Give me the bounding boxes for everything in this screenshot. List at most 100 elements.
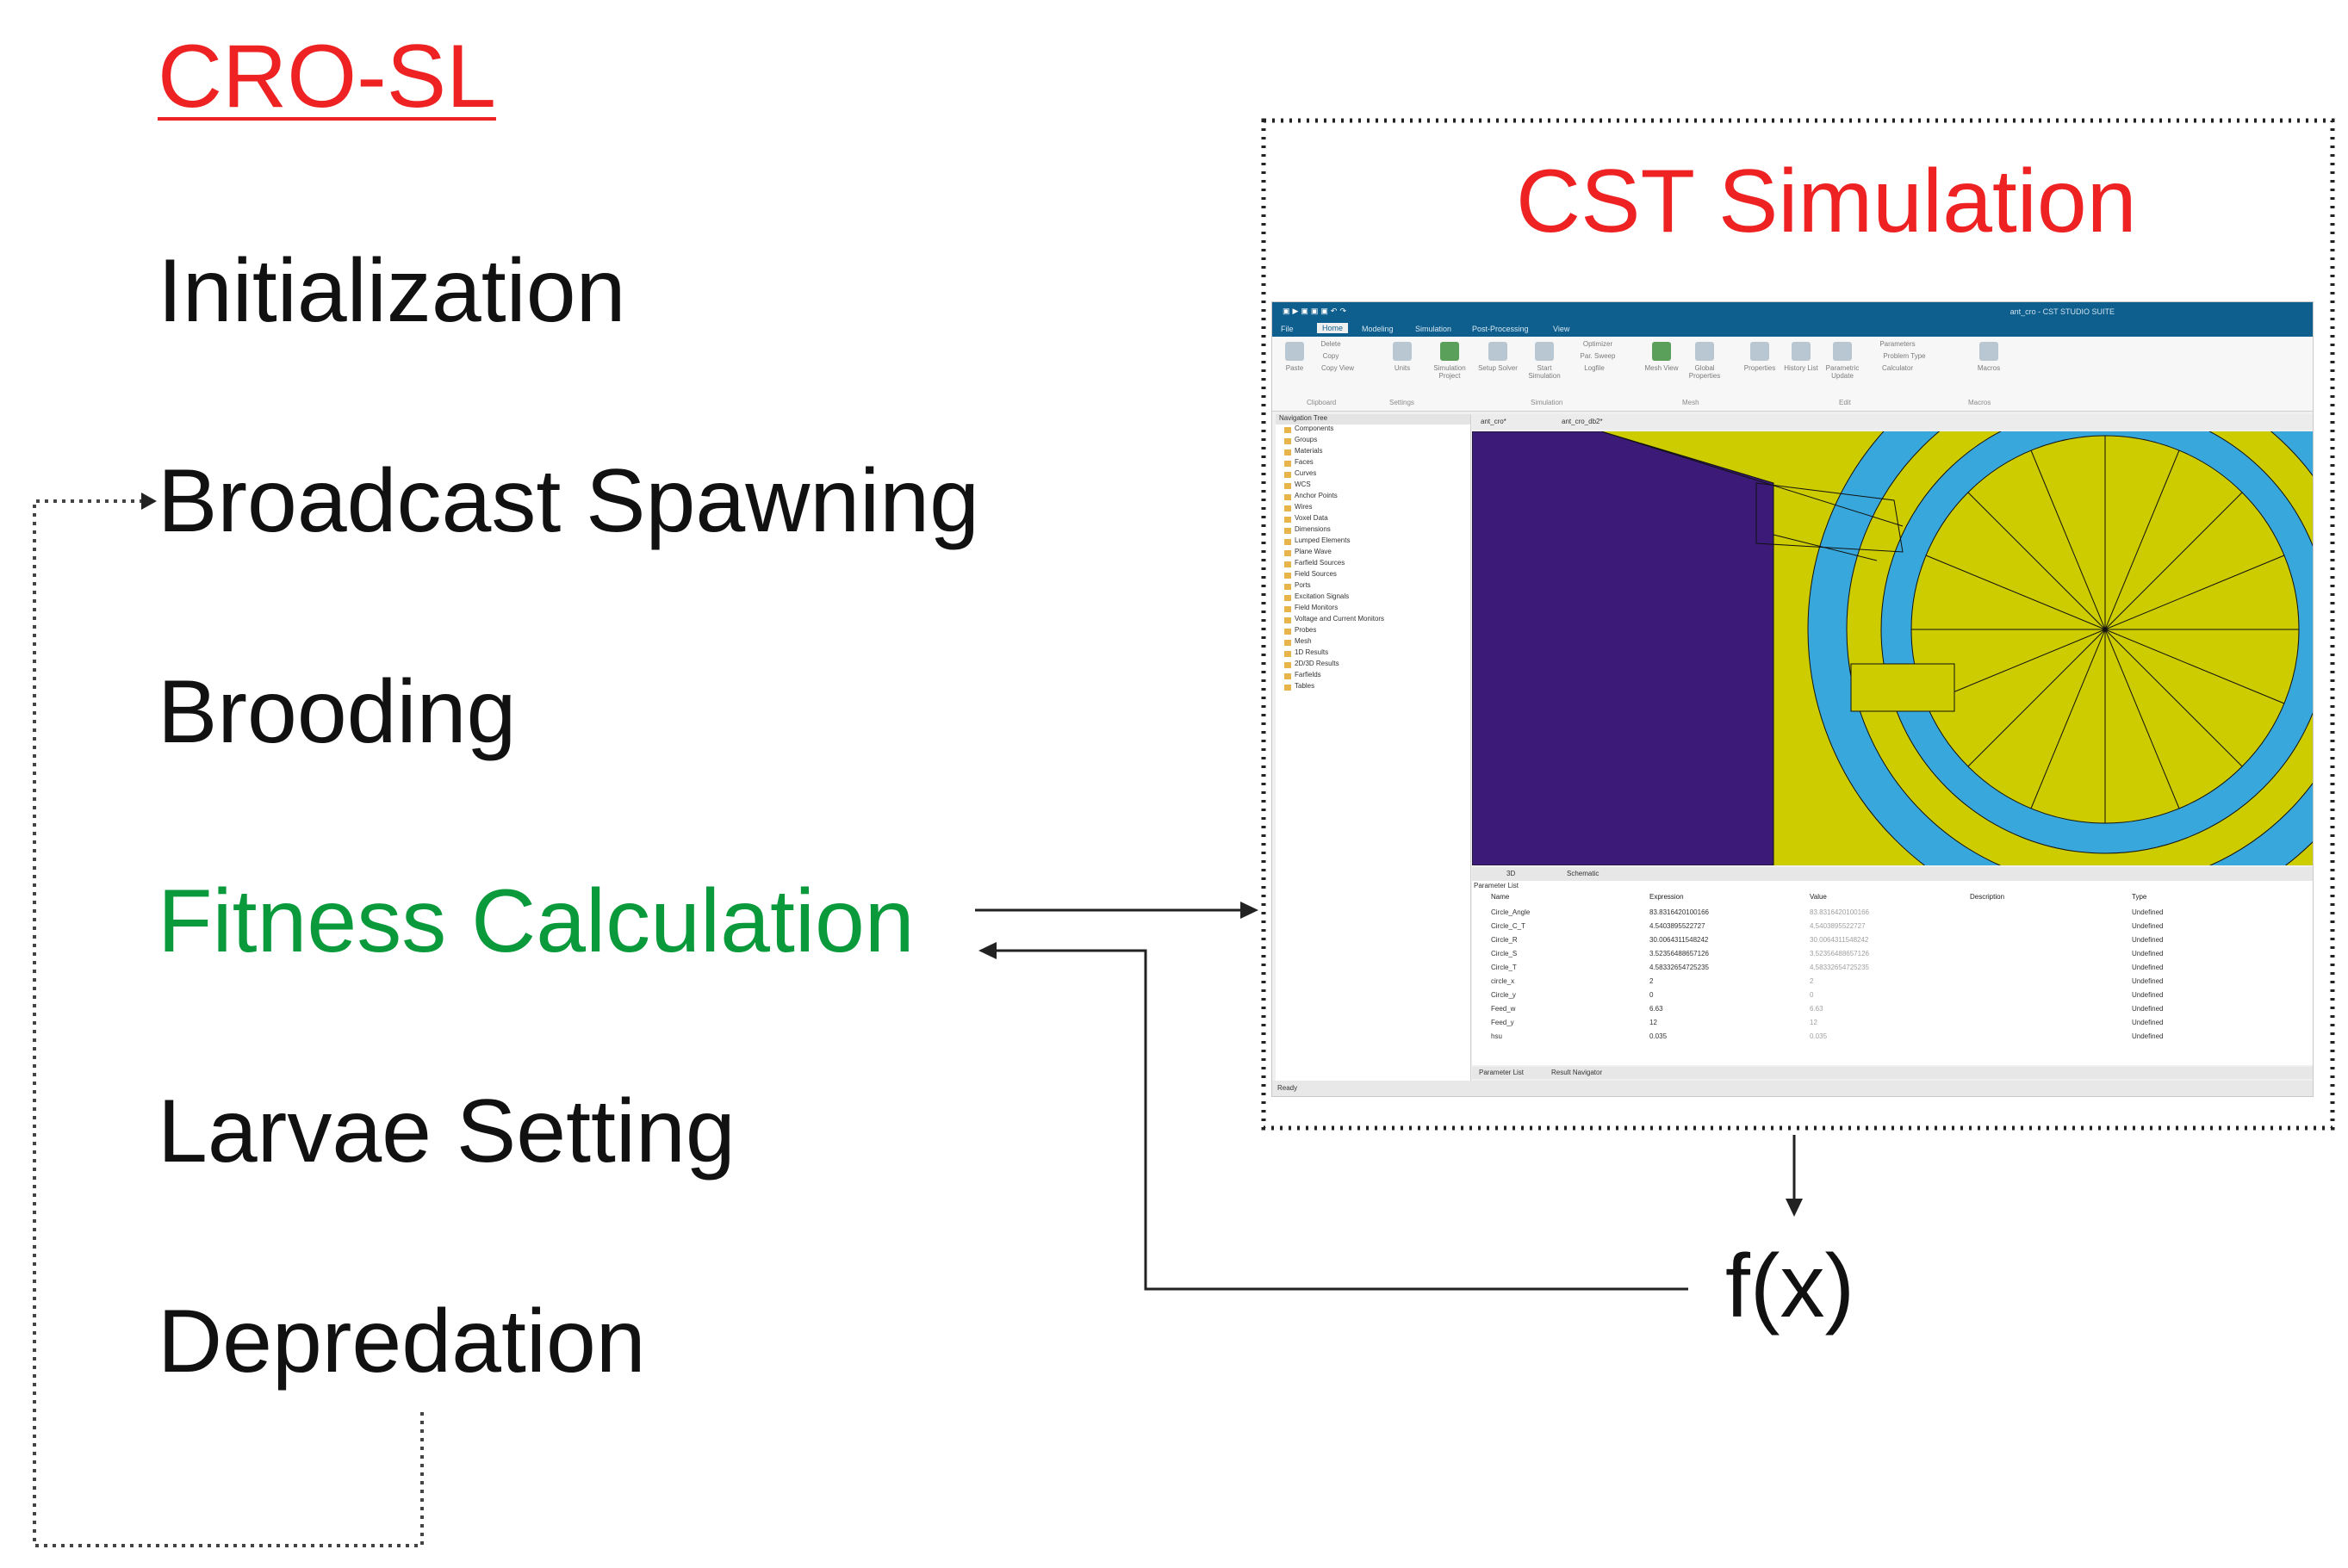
parameter-list-panel: Parameter List Name Expression Value Des… [1472,881,2313,1065]
param-col-type[interactable]: Type [2132,893,2147,901]
tree-item[interactable]: Field Sources [1276,570,1470,581]
tree-item[interactable]: Components [1276,425,1470,436]
tree-item[interactable]: Materials [1276,447,1470,458]
view-tab-3d[interactable]: 3D [1506,870,1516,877]
step-initialization: Initialization [158,241,626,341]
tree-item[interactable]: Farfields [1276,671,1470,682]
3d-model-viewport[interactable] [1472,431,2313,865]
parameter-list-label: Parameter List [1474,882,1519,889]
status-text: Ready [1277,1084,1298,1092]
tree-item[interactable]: Anchor Points [1276,492,1470,503]
tree-item[interactable]: 2D/3D Results [1276,660,1470,671]
fx-to-fitness-arrowhead [978,942,997,959]
tree-item[interactable]: Farfield Sources [1276,559,1470,570]
param-name: Circle_R [1491,936,1518,944]
param-expression: 6.63 [1649,1005,1663,1013]
param-type: Undefined [2132,950,2164,958]
ribbon-calculator: Calculator [1875,364,1920,372]
tree-item[interactable]: Dimensions [1276,525,1470,536]
param-value: 0 [1810,991,1814,999]
menu-view: View [1553,325,1570,333]
ribbon-optimizer-label: Optimizer [1582,340,1613,348]
ribbon-copy-label: Copy [1322,352,1339,360]
tab-parameter-list[interactable]: Parameter List [1479,1069,1525,1076]
param-name: Circle_y [1491,991,1516,999]
param-col-description[interactable]: Description [1970,893,2005,901]
ribbon-units-label: Units [1394,364,1411,372]
param-expression: 2 [1649,977,1654,985]
navigation-tree-title: Navigation Tree [1276,414,1470,425]
doc-tab-ant-cro-db2[interactable]: ant_cro_db2* [1562,418,1603,425]
param-type: Undefined [2132,936,2164,944]
param-type: Undefined [2132,922,2164,930]
fitness-to-cst-arrowhead [1240,902,1258,919]
antenna-model-drawing [1472,431,2313,865]
parametric-update-icon [1833,342,1852,361]
tree-item[interactable]: Mesh [1276,637,1470,648]
ribbon-setup-solver: Setup Solver [1475,342,1520,372]
loop-arrowhead [141,493,157,510]
tree-item[interactable]: Wires [1276,503,1470,514]
ribbon-problem-type-label: Problem Type [1883,352,1926,360]
step-larvae-setting: Larvae Setting [158,1081,736,1181]
ribbon-copy: Copy [1308,352,1353,360]
tree-item[interactable]: Groups [1276,436,1470,447]
param-value: 12 [1810,1019,1817,1026]
view-tab-schematic[interactable]: Schematic [1567,870,1599,877]
tree-item[interactable]: Ports [1276,581,1470,592]
param-name: Circle_C_T [1491,922,1526,930]
param-name: hsu [1491,1032,1502,1040]
param-col-value[interactable]: Value [1810,893,1827,901]
tree-item[interactable]: Excitation Signals [1276,592,1470,604]
history-list-icon [1792,342,1811,361]
ribbon-parameters: Parameters [1875,340,1920,348]
tree-item[interactable]: Probes [1276,626,1470,637]
simulation-project-icon [1440,342,1459,361]
tree-item[interactable]: Plane Wave [1276,548,1470,559]
ribbon-calculator-label: Calculator [1881,364,1913,372]
tree-item[interactable]: Lumped Elements [1276,536,1470,548]
tree-item[interactable]: 1D Results [1276,648,1470,660]
tree-item[interactable]: Tables [1276,682,1470,693]
units-icon [1393,342,1412,361]
param-type: Undefined [2132,991,2164,999]
param-expression: 0.035 [1649,1032,1668,1040]
tree-item[interactable]: Voxel Data [1276,514,1470,525]
ribbon-start-simulation: Start Simulation [1522,342,1567,380]
param-col-expression[interactable]: Expression [1649,893,1684,901]
tab-result-navigator[interactable]: Result Navigator [1551,1069,1603,1076]
cro-sl-heading: CRO-SL [158,27,496,127]
ribbon-par-sweep-label: Par. Sweep [1580,352,1616,360]
step-depredation: Depredation [158,1292,646,1391]
loop-connector [33,499,424,1547]
param-col-name[interactable]: Name [1491,893,1510,901]
group-clipboard: Clipboard [1307,399,1337,406]
doc-tab-ant-cro[interactable]: ant_cro* [1481,418,1506,425]
menu-post-processing: Post-Processing [1472,325,1529,333]
tree-item[interactable]: Voltage and Current Monitors [1276,615,1470,626]
bottom-panel-tabs: Parameter List Result Navigator [1472,1067,2313,1079]
param-value: 0.035 [1810,1032,1828,1040]
tree-item[interactable]: Faces [1276,458,1470,469]
ribbon-units: Units [1380,342,1425,372]
ribbon-delete: Delete [1308,340,1353,348]
group-mesh: Mesh [1682,399,1699,406]
tree-item[interactable]: Curves [1276,469,1470,480]
tree-item[interactable]: WCS [1276,480,1470,492]
global-properties-icon [1695,342,1714,361]
menu-file: File [1281,325,1294,333]
tree-item[interactable]: Field Monitors [1276,604,1470,615]
cst-titlebar: ▣▶▣▣▣↶↷ ant_cro - CST STUDIO SUITE [1272,302,2313,321]
